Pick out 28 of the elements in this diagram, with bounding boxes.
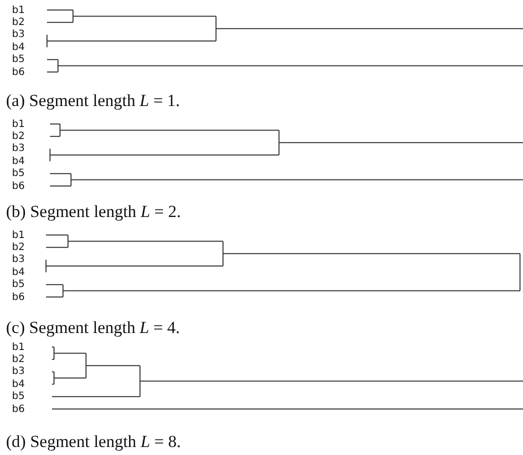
leaf-label: b4: [12, 378, 25, 390]
leaf-label: b4: [12, 42, 25, 53]
leaf-label: b3: [12, 366, 25, 378]
leaf-label: b2: [12, 130, 25, 142]
caption: (b) Segment length L = 2.: [6, 202, 181, 222]
leaf-label: b6: [12, 292, 25, 302]
leaf-label: b6: [12, 66, 25, 78]
leaf-label: b1: [12, 230, 25, 240]
leaf-label: b1: [12, 342, 25, 352]
leaf-label: b6: [12, 404, 25, 414]
leaf-label: b3: [12, 29, 25, 40]
leaf-label: b3: [12, 254, 25, 266]
caption: (a) Segment length L = 1.: [6, 91, 180, 111]
leaf-label: b3: [12, 143, 25, 154]
leaf-label: b5: [12, 168, 25, 180]
leaf-label: b1: [12, 118, 25, 130]
leaf-label: b5: [12, 54, 25, 66]
leaf-label: b4: [12, 266, 25, 278]
leaf-label: b2: [12, 354, 25, 365]
caption: (d) Segment length L = 8.: [6, 432, 181, 452]
leaf-label: b6: [12, 180, 25, 192]
leaf-label: b1: [12, 4, 25, 16]
leaf-label: b5: [12, 279, 25, 290]
leaf-label: b4: [12, 156, 25, 167]
leaf-label: b2: [12, 242, 25, 253]
caption: (c) Segment length L = 4.: [6, 318, 180, 338]
leaf-label: b5: [12, 391, 25, 402]
leaf-label: b2: [12, 16, 25, 28]
